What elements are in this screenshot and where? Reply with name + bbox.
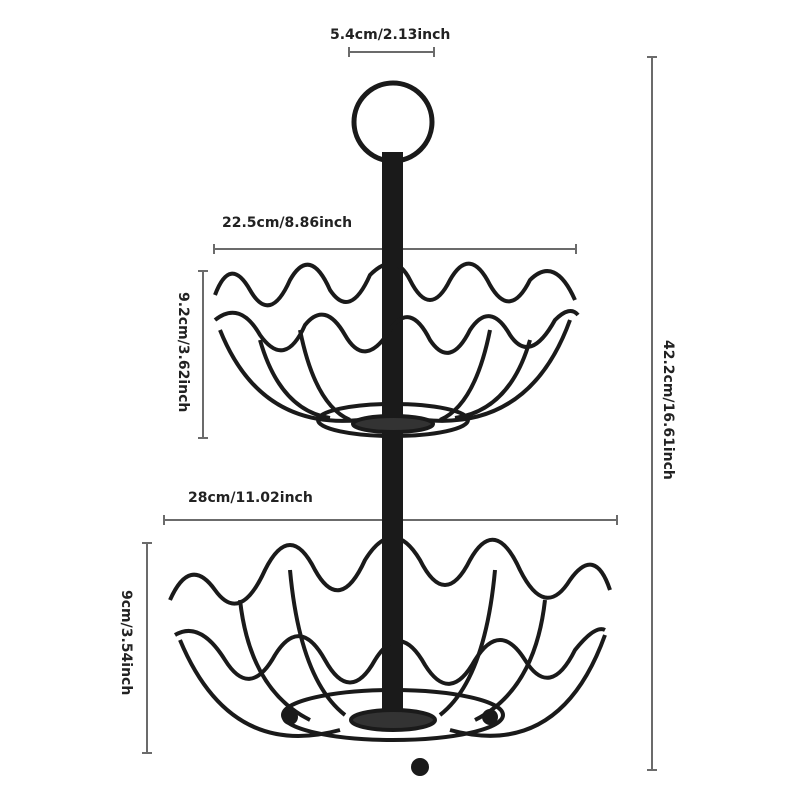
- ring-handle: [351, 80, 435, 164]
- basket-stand: [168, 80, 612, 776]
- bottom-bowl-height-label: 9cm/3.54inch: [118, 590, 134, 696]
- bottom-bowl: [168, 535, 612, 776]
- top-bowl-width-label: 22.5cm/8.86inch: [222, 215, 353, 231]
- bottom-bowl-width-label: 28cm/11.02inch: [188, 490, 313, 506]
- ring-width-label: 5.4cm/2.13inch: [330, 27, 451, 43]
- top-bowl-height-label: 9.2cm/3.62inch: [175, 292, 191, 413]
- top-bowl: [213, 261, 580, 438]
- total-height-label: 42.2cm/16.61inch: [660, 340, 676, 480]
